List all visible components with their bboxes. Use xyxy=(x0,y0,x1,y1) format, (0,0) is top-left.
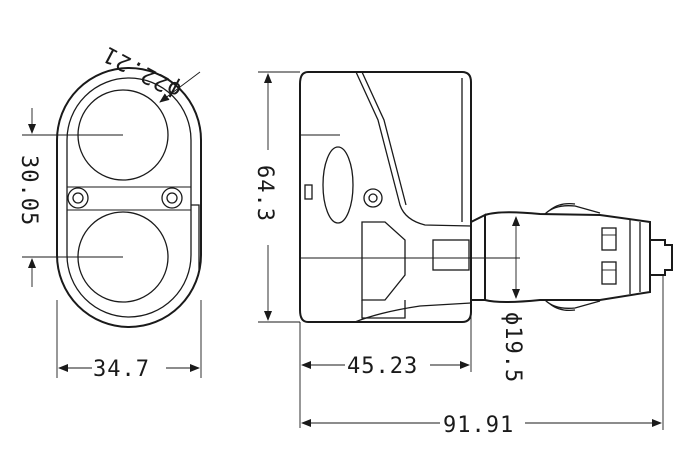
usb-port-housing xyxy=(361,221,406,301)
cigarette-plug xyxy=(470,202,673,312)
side-upper-panel-inner xyxy=(361,71,407,206)
side-square-button xyxy=(432,239,470,271)
body-length-label: 45.23 xyxy=(347,354,418,379)
indicator-lens xyxy=(322,146,354,224)
side-upper-panel xyxy=(355,71,472,227)
diameter-leader xyxy=(159,71,201,103)
front-inner-rim xyxy=(66,77,192,318)
right-screw-icon xyxy=(161,187,183,209)
outlet-spacing-label: 30.05 xyxy=(16,155,41,226)
side-screw-icon xyxy=(363,188,383,208)
side-bottom-lip xyxy=(354,302,472,323)
front-width-label: 34.7 xyxy=(93,357,150,382)
overall-length-label: 91.91 xyxy=(443,413,514,438)
side-view xyxy=(258,71,673,430)
side-body-outline xyxy=(299,71,472,323)
front-view xyxy=(22,67,202,378)
side-connector xyxy=(304,184,313,200)
outlet-diameter-label: ϕ22.21 xyxy=(99,41,186,103)
front-outer-housing xyxy=(56,67,202,328)
plug-diameter-label: ϕ19.5 xyxy=(500,312,525,383)
front-side-step xyxy=(191,204,200,270)
left-screw-icon xyxy=(67,187,89,209)
body-height-label: 64.3 xyxy=(252,165,277,222)
side-bottom-step xyxy=(361,300,406,319)
